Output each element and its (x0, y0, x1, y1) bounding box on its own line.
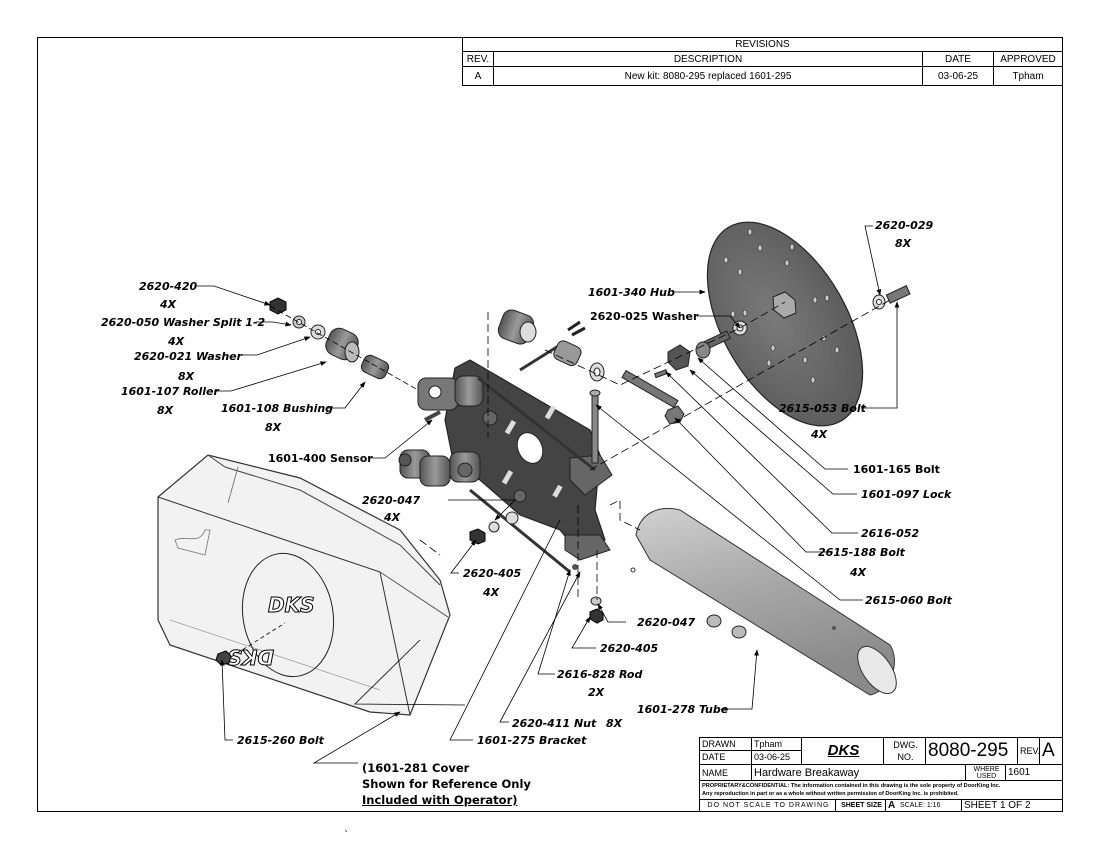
callout-1601-400: 1601-400 Sensor (268, 452, 373, 465)
revision-rev: A (462, 66, 494, 86)
bracket-1601-275 (398, 343, 613, 574)
proprietary-line-2: Any reproduction in part or as a whole w… (702, 791, 959, 797)
date-value: 03-06-25 (752, 751, 802, 765)
title-block: DRAWN Tpham DATE 03-06-25 DKS DWG. NO. 8… (699, 737, 1063, 812)
callout-2620-029: 2620-029 (875, 219, 934, 232)
callout-2620-420: 2620-420 (139, 280, 198, 293)
callout-2615-053: 2615-053 Bolt (779, 402, 866, 415)
do-not-scale-note: DO NOT SCALE TO DRAWING (700, 800, 836, 811)
sheet-number: SHEET 1 OF 2 (964, 800, 1031, 811)
callout-2620-047-a-qty: 4X (384, 511, 401, 524)
cover-note-line-2: Shown for Reference Only (362, 777, 531, 791)
callout-2615-053-qty: 4X (811, 428, 828, 441)
callout-1601-165: 1601-165 Bolt (853, 463, 940, 476)
rev-label: REV. (1018, 738, 1040, 765)
revisions-table: REVISIONS REV. DESCRIPTION DATE APPROVED… (462, 37, 1063, 86)
callout-2620-411-qty: 8X (606, 717, 623, 730)
callout-1601-275: 1601-275 Bracket (477, 734, 587, 747)
center-lines (419, 299, 891, 600)
callout-2620-047-b: 2620-047 (637, 616, 696, 629)
callout-2615-060: 2615-060 Bolt (865, 594, 952, 607)
callout-1601-107-qty: 8X (157, 404, 174, 417)
tube-1601-278 (630, 507, 897, 696)
callout-2620-050-qty: 4X (168, 335, 185, 348)
callout-2620-420-qty: 4X (160, 298, 177, 311)
drawn-value: Tpham (752, 738, 802, 751)
cover-bolt-2615-260 (215, 622, 286, 666)
callout-2616-052: 2616-052 (861, 527, 920, 540)
callout-2620-021-qty: 8X (178, 370, 195, 383)
dwg-no-label-line-1: DWG. (893, 740, 918, 750)
washer-2620-025 (589, 362, 605, 382)
callout-1601-108: 1601-108 Bushing (221, 402, 334, 415)
leader-lines (197, 225, 900, 764)
cover-note-line-3: Included with Operator) (362, 793, 518, 807)
callout-2620-025: 2620-025 Washer (590, 310, 699, 323)
cover-logo-top: DKS (268, 593, 315, 617)
name-value: Hardware Breakaway (752, 765, 966, 781)
sheet-size-label: SHEET SIZE (836, 800, 886, 811)
callout-2620-021: 2620-021 Washer (134, 350, 243, 363)
callout-2615-188-qty: 4X (850, 566, 867, 579)
rev-value: A (1040, 738, 1062, 765)
proprietary-line-1: PROPRIETARY&CONFIDENTIAL: The informatio… (702, 783, 1001, 789)
dwg-no-value: 8080-295 (926, 738, 1018, 765)
callout-2616-828-qty: 2X (588, 686, 605, 699)
cover-logo-bottom: DKS (227, 645, 274, 669)
sheet-size-value: A (888, 800, 896, 811)
callout-2615-188: 2615-188 Bolt (818, 546, 905, 559)
revision-approved: Tpham (993, 66, 1063, 86)
dwg-no-label: DWG. NO. (884, 738, 926, 765)
where-used-label-line-2: USED (976, 773, 997, 780)
callout-2620-029-qty: 8X (895, 237, 912, 250)
callout-1601-340: 1601-340 Hub (588, 286, 675, 299)
left-hardware-stack (269, 297, 419, 391)
bolt-2615-060 (621, 369, 685, 425)
cover-reference-note: (1601-281 Cover Shown for Reference Only… (362, 760, 531, 808)
callout-2620-047-a: 2620-047 (362, 494, 421, 507)
cover-housing: DKS DKS (157, 454, 451, 716)
spacer-bushing (497, 309, 537, 345)
callout-1601-108-qty: 8X (265, 421, 282, 434)
callout-2620-050: 2620-050 Washer Split 1-2 (101, 316, 266, 329)
revision-row: A New kit: 8080-295 replaced 1601-295 03… (462, 66, 1063, 86)
callout-2615-260: 2615-260 Bolt (237, 734, 324, 747)
dwg-no-label-line-2: NO. (897, 752, 914, 762)
cover-note-line-1: (1601-281 Cover (362, 761, 470, 775)
sensor-1601-400 (424, 320, 586, 422)
hub-1601-340 (706, 221, 864, 427)
callout-2620-411: 2620-411 Nut (512, 717, 597, 730)
where-used-label: WHERE USED (966, 765, 1006, 781)
callout-1601-097: 1601-097 Lock (861, 488, 952, 501)
proprietary-notice: PROPRIETARY&CONFIDENTIAL: The informatio… (700, 781, 1062, 800)
scale-value: SCALE: 1:16 (898, 800, 962, 811)
callout-1601-278: 1601-278 Tube (637, 703, 729, 716)
drawn-label: DRAWN (700, 738, 752, 751)
callout-2620-405-a: 2620-405 (463, 567, 522, 580)
callout-2616-828: 2616-828 Rod (557, 668, 643, 681)
date-label: DATE (700, 751, 752, 765)
stray-mark: ` (344, 830, 349, 841)
where-used-label-line-1: WHERE (973, 766, 1000, 773)
dks-logo: DKS (802, 738, 884, 765)
name-label: NAME (700, 765, 752, 781)
callout-1601-107: 1601-107 Roller (121, 385, 219, 398)
callout-2620-405-b: 2620-405 (600, 642, 659, 655)
callout-2620-405-a-qty: 4X (483, 586, 500, 599)
where-used-value: 1601 (1006, 765, 1062, 781)
